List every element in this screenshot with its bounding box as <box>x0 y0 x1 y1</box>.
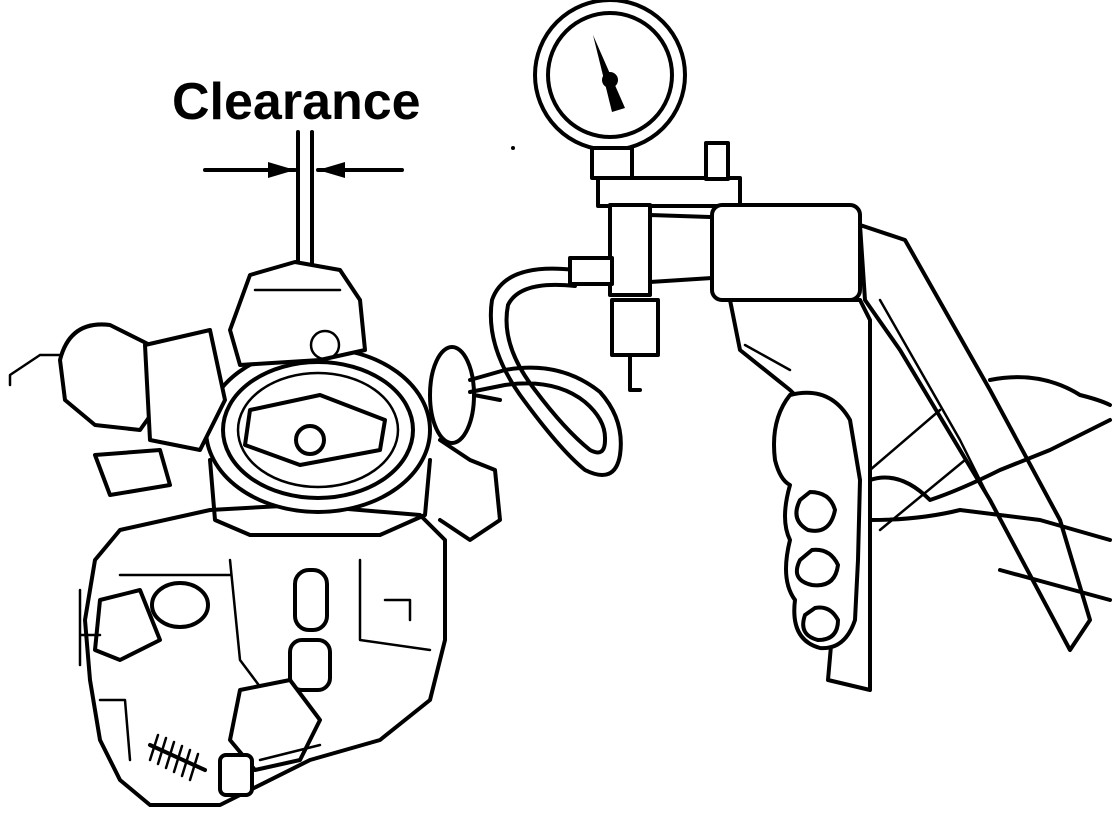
clearance-label: Clearance <box>172 73 421 131</box>
vacuum-pump-icon <box>568 141 1092 692</box>
vacuum-gauge-icon <box>533 0 687 180</box>
carburetor-icon <box>8 260 502 807</box>
hand-icon <box>772 375 1112 651</box>
hose-icon <box>468 266 623 477</box>
